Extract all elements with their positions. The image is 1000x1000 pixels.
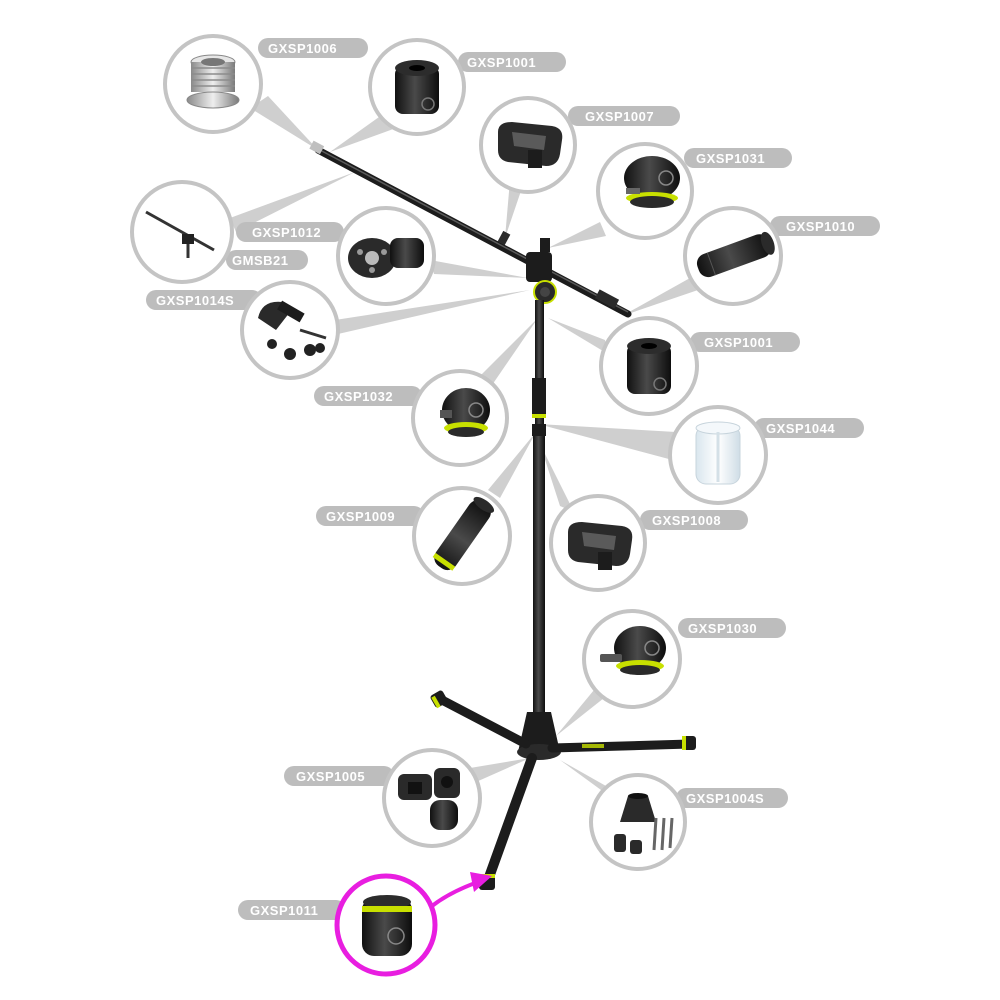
callout-gxsp1008 [551,496,645,590]
callout-gxsp1011 [337,876,435,974]
callout-circles [132,36,781,974]
label-gxsp1004s: GXSP1004S [686,791,764,806]
leader-gxsp1006 [250,96,318,150]
threaded-adapter-icon [187,55,239,108]
callout-gxsp1001-top [370,40,464,134]
label-gxsp1006: GXSP1006 [268,41,337,56]
callout-gxsp1030 [584,611,680,707]
label-gxsp1008: GXSP1008 [652,513,721,528]
leader-gxsp1044 [538,424,680,462]
tilt-knob-icon [624,156,680,208]
callout-gxsp1044 [670,407,766,503]
callout-gxsp1010 [685,208,781,304]
callout-gxsp1007 [481,98,575,192]
clear-bushing-icon [696,422,740,484]
label-gxsp1001-top: GXSP1001 [467,55,536,70]
callout-gxsp1032 [413,371,507,465]
cable-clip-icon [498,122,562,168]
callout-gxsp1001-mid [601,318,697,414]
label-gxsp1007: GXSP1007 [585,109,654,124]
leader-gxsp1010 [622,278,698,316]
tilt-joint [526,238,556,303]
callout-gxsp1014s [242,282,338,378]
label-gxsp1031: GXSP1031 [696,151,765,166]
callout-gxsp1005 [384,750,480,846]
height-clutch [532,378,546,418]
label-gxsp1009: GXSP1009 [326,509,395,524]
callout-gmsb21 [132,182,232,282]
leader-gxsp1012 [430,260,528,278]
callout-gxsp1009 [414,488,510,584]
label-gxsp1005: GXSP1005 [296,769,365,784]
leader-gxsp1031 [548,222,606,248]
end-cap-icon [627,338,671,394]
leader-gxsp1001-mid [548,318,608,354]
callout-gxsp1006 [165,36,261,132]
leader-gxsp1030 [556,690,604,736]
label-gxsp1014s: GXSP1014S [156,293,234,308]
label-gxsp1032: GXSP1032 [324,389,393,404]
label-gxsp1044: GXSP1044 [766,421,835,436]
label-gxsp1011: GXSP1011 [250,903,318,918]
callout-gxsp1031 [598,144,692,238]
callout-gxsp1004s [591,775,685,869]
label-gxsp1012: GXSP1012 [252,225,321,240]
label-gxsp1001-mid: GXSP1001 [704,335,773,350]
end-cap-icon [395,60,439,114]
callout-gxsp1012 [338,208,434,304]
foot-cap-icon [362,895,412,956]
label-gmsb21: GMSB21 [232,253,288,268]
lower-tube [533,436,545,726]
label-gxsp1030: GXSP1030 [688,621,757,636]
leader-gxsp1008 [540,444,574,512]
label-gxsp1010: GXSP1010 [786,219,855,234]
